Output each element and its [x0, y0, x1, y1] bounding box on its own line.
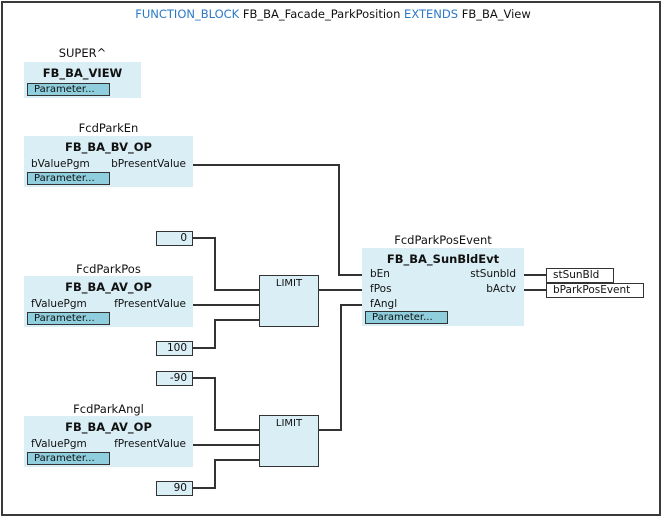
super-instance-label: SUPER^	[58, 46, 107, 60]
parkangl-block-type: FB_BA_AV_OP	[65, 420, 152, 434]
limit-block-2[interactable]: LIMIT	[259, 415, 319, 467]
parkpos-block-type: FB_BA_AV_OP	[65, 280, 152, 294]
parkposevent-input-ben[interactable]: bEn	[370, 268, 390, 280]
function-block-name: FB_BA_Facade_ParkPosition	[242, 7, 401, 21]
super-parameter-button[interactable]: Parameter...	[27, 83, 110, 96]
wire-constm90-to-limit2	[193, 377, 259, 431]
parkposevent-instance-label: FcdParkPosEvent	[394, 233, 492, 247]
output-var-bparkposevent[interactable]: bParkPosEvent	[546, 283, 644, 298]
parken-instance-label: FcdParkEn	[78, 121, 139, 135]
parkpos-input-pin[interactable]: fValuePgm	[31, 298, 87, 310]
limit1-max-constant[interactable]: 100	[156, 341, 193, 356]
keyword-extends: EXTENDS	[404, 7, 459, 21]
parkposevent-output-bactv[interactable]: bActv	[486, 283, 516, 295]
function-block-header: FUNCTION_BLOCK FB_BA_Facade_ParkPosition…	[0, 7, 666, 21]
parkpos-parameter-button[interactable]: Parameter...	[27, 312, 110, 325]
parken-block-type: FB_BA_BV_OP	[65, 140, 152, 154]
parkposevent-input-fpos[interactable]: fPos	[370, 283, 392, 295]
parken-output-pin[interactable]: bPresentValue	[111, 158, 186, 170]
parkpos-block[interactable]: FB_BA_AV_OP fValuePgm fPresentValue Para…	[24, 276, 193, 327]
limit1-min-constant[interactable]: 0	[156, 231, 193, 246]
limit2-max-constant[interactable]: 90	[156, 481, 193, 496]
parkangl-parameter-button[interactable]: Parameter...	[27, 452, 110, 465]
parken-parameter-button[interactable]: Parameter...	[27, 172, 110, 185]
parken-block[interactable]: FB_BA_BV_OP bValuePgm bPresentValue Para…	[24, 136, 193, 187]
wire-parken-to-ben	[193, 164, 362, 276]
parkposevent-block-type: FB_BA_SunBldEvt	[386, 252, 500, 266]
keyword-function-block: FUNCTION_BLOCK	[135, 7, 240, 21]
wire-const90-to-limit2	[193, 459, 259, 489]
parkangl-instance-label: FcdParkAngl	[73, 402, 144, 416]
limit-block-2-label: LIMIT	[275, 418, 303, 429]
parkposevent-parameter-button[interactable]: Parameter...	[365, 311, 448, 324]
parkposevent-block[interactable]: FB_BA_SunBldEvt bEn fPos fAngl stSunbld …	[362, 248, 524, 326]
limit2-min-constant[interactable]: -90	[156, 371, 193, 386]
parken-input-pin[interactable]: bValuePgm	[31, 158, 90, 170]
parkposevent-input-fangl[interactable]: fAngl	[370, 298, 398, 310]
limit-block-1-label: LIMIT	[275, 278, 303, 289]
super-block[interactable]: FB_BA_VIEW Parameter...	[24, 62, 141, 98]
super-block-type: FB_BA_VIEW	[42, 66, 123, 80]
parkangl-block[interactable]: FB_BA_AV_OP fValuePgm fPresentValue Para…	[24, 416, 193, 467]
output-var-stsunbld[interactable]: stSunBld	[546, 268, 614, 283]
parkangl-output-pin[interactable]: fPresentValue	[114, 438, 186, 450]
limit-block-1[interactable]: LIMIT	[259, 275, 319, 327]
wire-const0-to-limit1	[193, 237, 259, 291]
parkangl-input-pin[interactable]: fValuePgm	[31, 438, 87, 450]
parkposevent-output-stsunbld[interactable]: stSunbld	[470, 268, 516, 280]
parkpos-output-pin[interactable]: fPresentValue	[114, 298, 186, 310]
parkpos-instance-label: FcdParkPos	[76, 262, 141, 276]
wire-limit2-to-fangl	[318, 304, 362, 431]
base-class-name: FB_BA_View	[461, 7, 531, 21]
wire-const100-to-limit1	[193, 319, 259, 349]
